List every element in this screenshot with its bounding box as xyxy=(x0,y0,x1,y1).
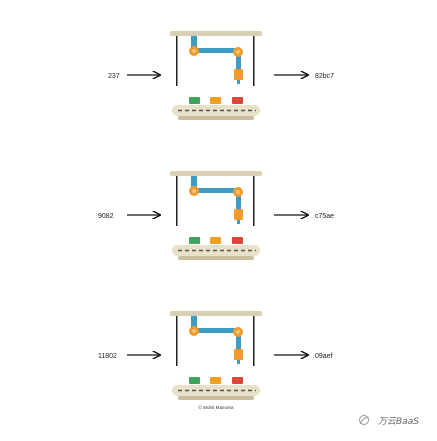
hashing-machine xyxy=(170,311,262,400)
arm-gripper xyxy=(234,209,243,220)
author-credit: © Mohit Mamoria xyxy=(198,404,233,410)
machine-right-post xyxy=(253,176,255,226)
arm-joint-right-inner xyxy=(236,50,240,54)
robot-arm-drop xyxy=(236,192,241,212)
machine-left-post xyxy=(176,316,178,366)
input-value: 9082 xyxy=(98,213,114,220)
box-green xyxy=(189,377,200,384)
arm-gripper-tip xyxy=(237,360,240,364)
robot-arm-drop xyxy=(236,52,241,72)
robot-arm-vertical xyxy=(191,316,197,332)
box-yellow xyxy=(210,97,221,104)
conveyor-base xyxy=(178,256,254,260)
robot-arm-horizontal xyxy=(194,48,240,53)
conveyor-base xyxy=(178,116,254,120)
arm-gripper xyxy=(234,69,243,80)
machine-top-beam xyxy=(170,171,262,176)
hash-row-1: 237 82bc7 xyxy=(108,31,334,120)
robot-arm-vertical xyxy=(191,176,197,192)
arm-joint-left-inner xyxy=(192,49,196,53)
robot-arm-vertical xyxy=(191,36,197,52)
watermark-text: 万云BaaS xyxy=(378,417,419,427)
box-green xyxy=(189,237,200,244)
arm-joint-left-inner xyxy=(192,189,196,193)
arm-gripper xyxy=(234,349,243,360)
robot-arm-horizontal xyxy=(194,328,240,333)
hash-row-3: 11802 09aef xyxy=(98,311,333,400)
box-yellow xyxy=(210,377,221,384)
box-red xyxy=(232,237,243,244)
box-red xyxy=(232,377,243,384)
arm-joint-right-inner xyxy=(236,190,240,194)
arm-joint-left-inner xyxy=(192,329,196,333)
machine-left-post xyxy=(176,176,178,226)
robot-arm-horizontal xyxy=(194,188,240,193)
machine-right-post xyxy=(253,316,255,366)
hash-row-2: 9082 c75ae xyxy=(98,171,334,260)
machine-top-beam xyxy=(170,31,262,36)
watermark-logo-icon xyxy=(359,415,370,425)
hashing-machine xyxy=(170,171,262,260)
arm-gripper-tip xyxy=(237,220,240,224)
input-value: 237 xyxy=(108,73,120,80)
output-hash: 82bc7 xyxy=(315,73,334,80)
watermark: 万云BaaS xyxy=(359,415,419,427)
conveyor-base xyxy=(178,396,254,400)
machine-top-beam xyxy=(170,311,262,316)
machine-right-post xyxy=(253,36,255,86)
arm-joint-right-inner xyxy=(236,330,240,334)
output-hash: c75ae xyxy=(315,213,334,220)
box-red xyxy=(232,97,243,104)
box-green xyxy=(189,97,200,104)
robot-arm-drop xyxy=(236,332,241,352)
hashing-machine xyxy=(170,31,262,120)
arm-gripper-tip xyxy=(237,80,240,84)
box-yellow xyxy=(210,237,221,244)
output-hash: 09aef xyxy=(315,353,333,360)
input-value: 11802 xyxy=(98,353,117,360)
machine-left-post xyxy=(176,36,178,86)
